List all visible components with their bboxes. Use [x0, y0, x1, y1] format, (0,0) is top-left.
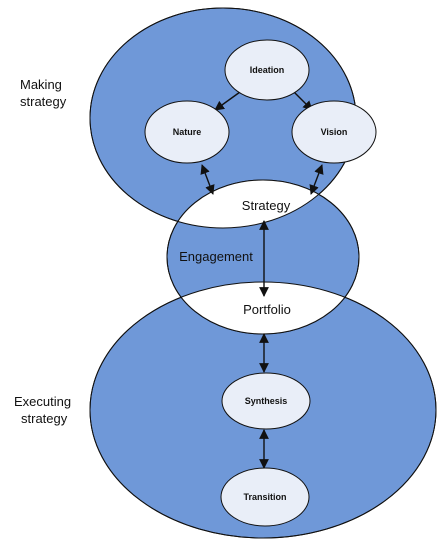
node-vision-label: Vision [321, 127, 348, 137]
node-transition: Transition [220, 467, 310, 527]
portfolio-label: Portfolio [243, 302, 291, 317]
strategy-label: Strategy [242, 198, 291, 213]
node-nature-label: Nature [173, 127, 202, 137]
node-ideation: Ideation [224, 39, 310, 101]
engagement-label: Engagement [179, 249, 253, 264]
node-synthesis-label: Synthesis [245, 396, 288, 406]
arrow-ideation-nature [214, 91, 241, 111]
node-transition-label: Transition [243, 492, 286, 502]
arrow-nature-strategy [200, 164, 215, 195]
node-ideation-label: Ideation [250, 65, 285, 75]
node-synthesis: Synthesis [221, 372, 311, 430]
portfolio-overlap-region [167, 282, 359, 334]
node-nature: Nature [144, 100, 230, 164]
making-strategy-label-line2: strategy [20, 94, 67, 109]
making-strategy-label-line1: Making [20, 77, 62, 92]
arrow-vision-strategy [309, 164, 324, 195]
executing-strategy-label-line1: Executing [14, 394, 71, 409]
executing-strategy-label-line2: strategy [21, 411, 68, 426]
node-vision: Vision [291, 100, 377, 164]
